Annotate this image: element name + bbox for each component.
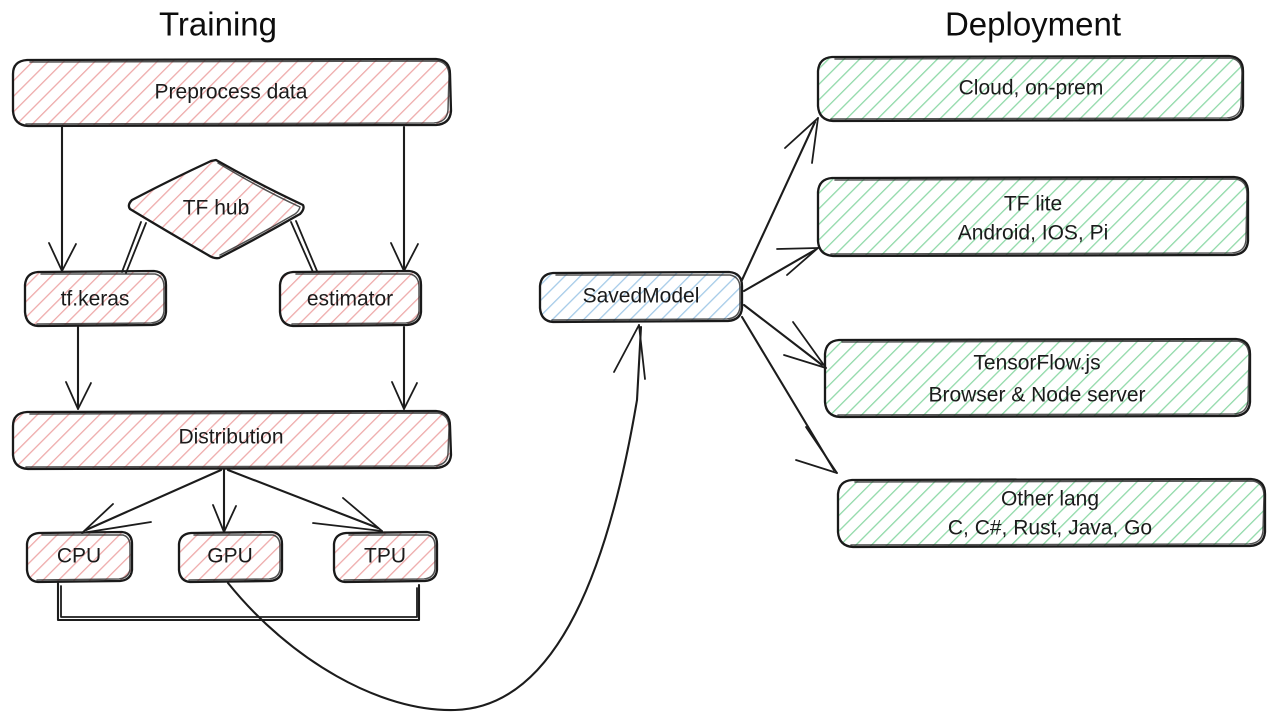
edge-savedmodel-to-cloud <box>740 117 819 282</box>
node-tf-hub[interactable]: TF hub <box>127 158 305 260</box>
node-label: Distribution <box>178 426 283 449</box>
edge-gpu-to-savedmodel <box>226 324 646 712</box>
edge-savedmodel-to-tflite <box>742 247 819 293</box>
edge-distribution-to-tpu <box>226 468 383 532</box>
node-tf-keras[interactable]: tf.keras <box>23 269 168 328</box>
node-tf-lite[interactable]: TF lite Android, IOS, Pi <box>816 175 1250 258</box>
edge-preprocess-to-keras <box>48 125 77 272</box>
node-estimator[interactable]: estimator <box>278 269 423 328</box>
node-gpu[interactable]: GPU <box>177 530 284 584</box>
edge-preprocess-to-estimator <box>390 125 419 272</box>
node-label: TF lite <box>1004 193 1062 216</box>
node-label: GPU <box>207 545 253 568</box>
node-label: Cloud, on-prem <box>959 77 1104 100</box>
node-label: CPU <box>57 545 101 568</box>
node-label: estimator <box>307 288 393 311</box>
node-label: TensorFlow.js <box>973 352 1100 375</box>
node-cloud-onprem[interactable]: Cloud, on-prem <box>816 54 1245 123</box>
edge-accelerator-bracket <box>56 581 421 622</box>
edge-keras-to-distribution <box>65 325 92 410</box>
node-label: tf.keras <box>61 288 130 311</box>
node-label-secondary: Browser & Node server <box>928 384 1145 407</box>
node-other-lang[interactable]: Other lang C, C#, Rust, Java, Go <box>836 477 1267 549</box>
node-label: Other lang <box>1001 488 1099 511</box>
node-preprocess-data[interactable]: Preprocess data <box>11 57 453 128</box>
deployment-title: Deployment <box>945 6 1121 43</box>
node-distribution[interactable]: Distribution <box>11 409 453 471</box>
node-label: SavedModel <box>583 285 700 308</box>
edge-savedmodel-to-tfjs <box>742 303 827 369</box>
node-tpu[interactable]: TPU <box>332 530 439 584</box>
edge-distribution-to-gpu <box>212 468 237 533</box>
edge-tfhub-to-keras <box>121 221 147 274</box>
node-savedmodel[interactable]: SavedModel <box>538 270 744 324</box>
node-tensorflow-js[interactable]: TensorFlow.js Browser & Node server <box>823 337 1252 419</box>
edge-savedmodel-to-otherlang <box>740 315 838 474</box>
node-label: TPU <box>364 545 406 568</box>
node-label-secondary: Android, IOS, Pi <box>958 222 1109 245</box>
edge-estimator-to-distribution <box>391 325 418 410</box>
training-title: Training <box>159 6 277 43</box>
node-label: TF hub <box>183 197 250 220</box>
edge-tfhub-to-estimator <box>290 220 318 273</box>
node-label-secondary: C, C#, Rust, Java, Go <box>948 517 1152 540</box>
node-cpu[interactable]: CPU <box>25 530 134 584</box>
edge-distribution-to-cpu <box>81 468 223 534</box>
node-label: Preprocess data <box>155 81 308 104</box>
